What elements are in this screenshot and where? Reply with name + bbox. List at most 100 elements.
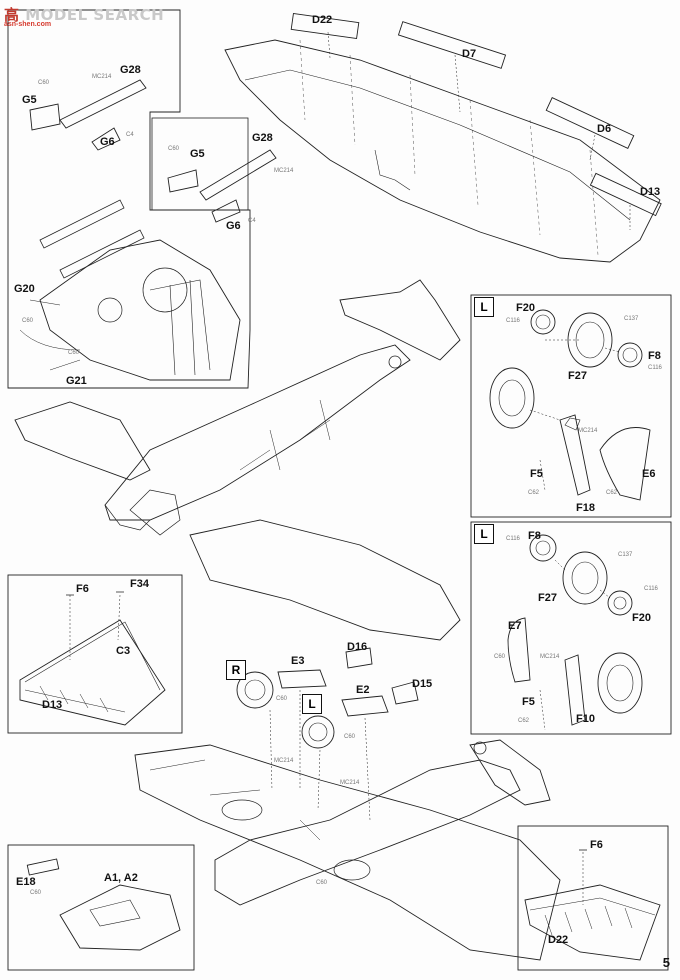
label-e18: E18 — [16, 876, 36, 888]
label-g28-a: G28 — [120, 64, 141, 76]
label-f5-a: F5 — [530, 468, 543, 480]
tire-large-a — [489, 367, 535, 429]
wheel-r-detail — [236, 671, 274, 709]
label-f27-b: F27 — [538, 592, 557, 604]
watermark-url: asn-shen.com — [4, 21, 52, 28]
tire-f27-b — [562, 551, 608, 605]
tire-large-b — [597, 652, 643, 714]
side-marker-right: R — [226, 660, 246, 680]
panel-frame-aileron — [517, 825, 669, 971]
label-d7: D7 — [462, 48, 477, 60]
label-g5-a: G5 — [22, 94, 37, 106]
wheel-l-detail — [301, 715, 335, 749]
part-d6 — [545, 97, 635, 149]
label-d6: D6 — [597, 123, 612, 135]
label-d13-wing: D13 — [640, 186, 661, 198]
label-d15: D15 — [412, 678, 433, 690]
label-g28-b: G28 — [252, 132, 273, 144]
code-c60-h: C60 — [316, 880, 328, 886]
cover-e6 — [599, 427, 651, 501]
side-marker-left-b: L — [474, 524, 494, 544]
code-c137-a: C137 — [624, 316, 639, 322]
page-number: 5 — [662, 955, 670, 970]
label-g6-a: G6 — [100, 136, 115, 148]
gun-g28-a — [59, 79, 147, 129]
watermark-logo: 高 — [4, 6, 20, 24]
label-f27-a: F27 — [568, 370, 587, 382]
part-d22-top — [290, 12, 360, 40]
part-e18 — [26, 858, 60, 876]
code-mc214-d: MC214 — [540, 654, 560, 660]
label-e3: E3 — [291, 655, 305, 667]
tire-f27-a — [567, 312, 613, 368]
code-c60-g: C60 — [344, 734, 356, 740]
code-c116-d: C116 — [644, 586, 658, 592]
label-d22-detail: D22 — [548, 934, 569, 946]
label-g21: G21 — [66, 375, 87, 387]
tail-lower — [469, 739, 551, 806]
cover-d16 — [345, 647, 373, 669]
side-marker-left-c: L — [302, 694, 322, 714]
code-c60-e: C60 — [494, 654, 506, 660]
fuselage-section — [39, 239, 241, 381]
side-marker-left-a: L — [474, 297, 494, 317]
code-c137-b: C137 — [618, 552, 633, 558]
part-d13-top — [589, 172, 662, 217]
label-f6-b: F6 — [590, 839, 603, 851]
label-g6-b: G6 — [226, 220, 241, 232]
gun-g28-b — [199, 149, 277, 201]
code-c4-a: C4 — [126, 132, 134, 138]
cap-f8-a — [617, 342, 643, 368]
code-c60-d: C60 — [68, 350, 80, 356]
code-c4-b: C4 — [248, 218, 256, 224]
label-f20-a: F20 — [516, 302, 535, 314]
code-c116-b: C116 — [648, 365, 662, 371]
code-mc214-b: MC214 — [274, 168, 294, 174]
wing-mid-left — [14, 401, 151, 481]
code-mc214-e: MC214 — [274, 758, 294, 764]
cowl-a1-a2 — [59, 884, 181, 951]
label-g5-b: G5 — [190, 148, 205, 160]
label-e2: E2 — [356, 684, 370, 696]
aileron-d22 — [524, 884, 661, 961]
label-e7: E7 — [508, 620, 522, 632]
panel-frame-cowl — [7, 844, 195, 971]
wing-lower — [134, 744, 561, 961]
panel-frame-guns-inner — [151, 117, 249, 211]
cover-e2 — [341, 695, 389, 717]
strut-f18 — [559, 414, 591, 496]
label-a1a2: A1, A2 — [104, 872, 138, 884]
label-f34: F34 — [130, 578, 149, 590]
label-f20-b: F20 — [632, 612, 651, 624]
panel-frame-wheel-bottom — [470, 521, 672, 735]
fuselage-mid — [104, 344, 411, 521]
label-d13-detail: D13 — [42, 699, 63, 711]
label-e6: E6 — [642, 468, 656, 480]
hub-f20-b — [607, 590, 633, 616]
hub-f8-b — [529, 534, 557, 562]
code-c62-c: C62 — [518, 718, 530, 724]
hub-f20-a — [530, 309, 556, 335]
tail-mid — [339, 279, 461, 361]
watermark-title: MODEL SEARCH — [25, 6, 165, 24]
strut-f10 — [564, 654, 586, 726]
code-c62-a: C62 — [528, 490, 540, 496]
label-f10: F10 — [576, 713, 595, 725]
fuselage-lower — [214, 759, 521, 906]
label-f8-a: F8 — [648, 350, 661, 362]
label-f5-b: F5 — [522, 696, 535, 708]
flap-c3 — [19, 619, 166, 726]
label-f8-b: F8 — [528, 530, 541, 542]
label-g20: G20 — [14, 283, 35, 295]
panel-frame-wheel-top — [470, 294, 672, 518]
wing-mid-right — [189, 519, 461, 641]
label-c3: C3 — [116, 645, 131, 657]
code-c116-c: C116 — [506, 536, 520, 542]
label-d22-top: D22 — [312, 14, 333, 26]
cover-e7 — [507, 617, 531, 683]
panel-frame-flap — [7, 574, 183, 734]
part-d7 — [397, 21, 507, 69]
code-mc214-c: MC214 — [578, 428, 598, 434]
